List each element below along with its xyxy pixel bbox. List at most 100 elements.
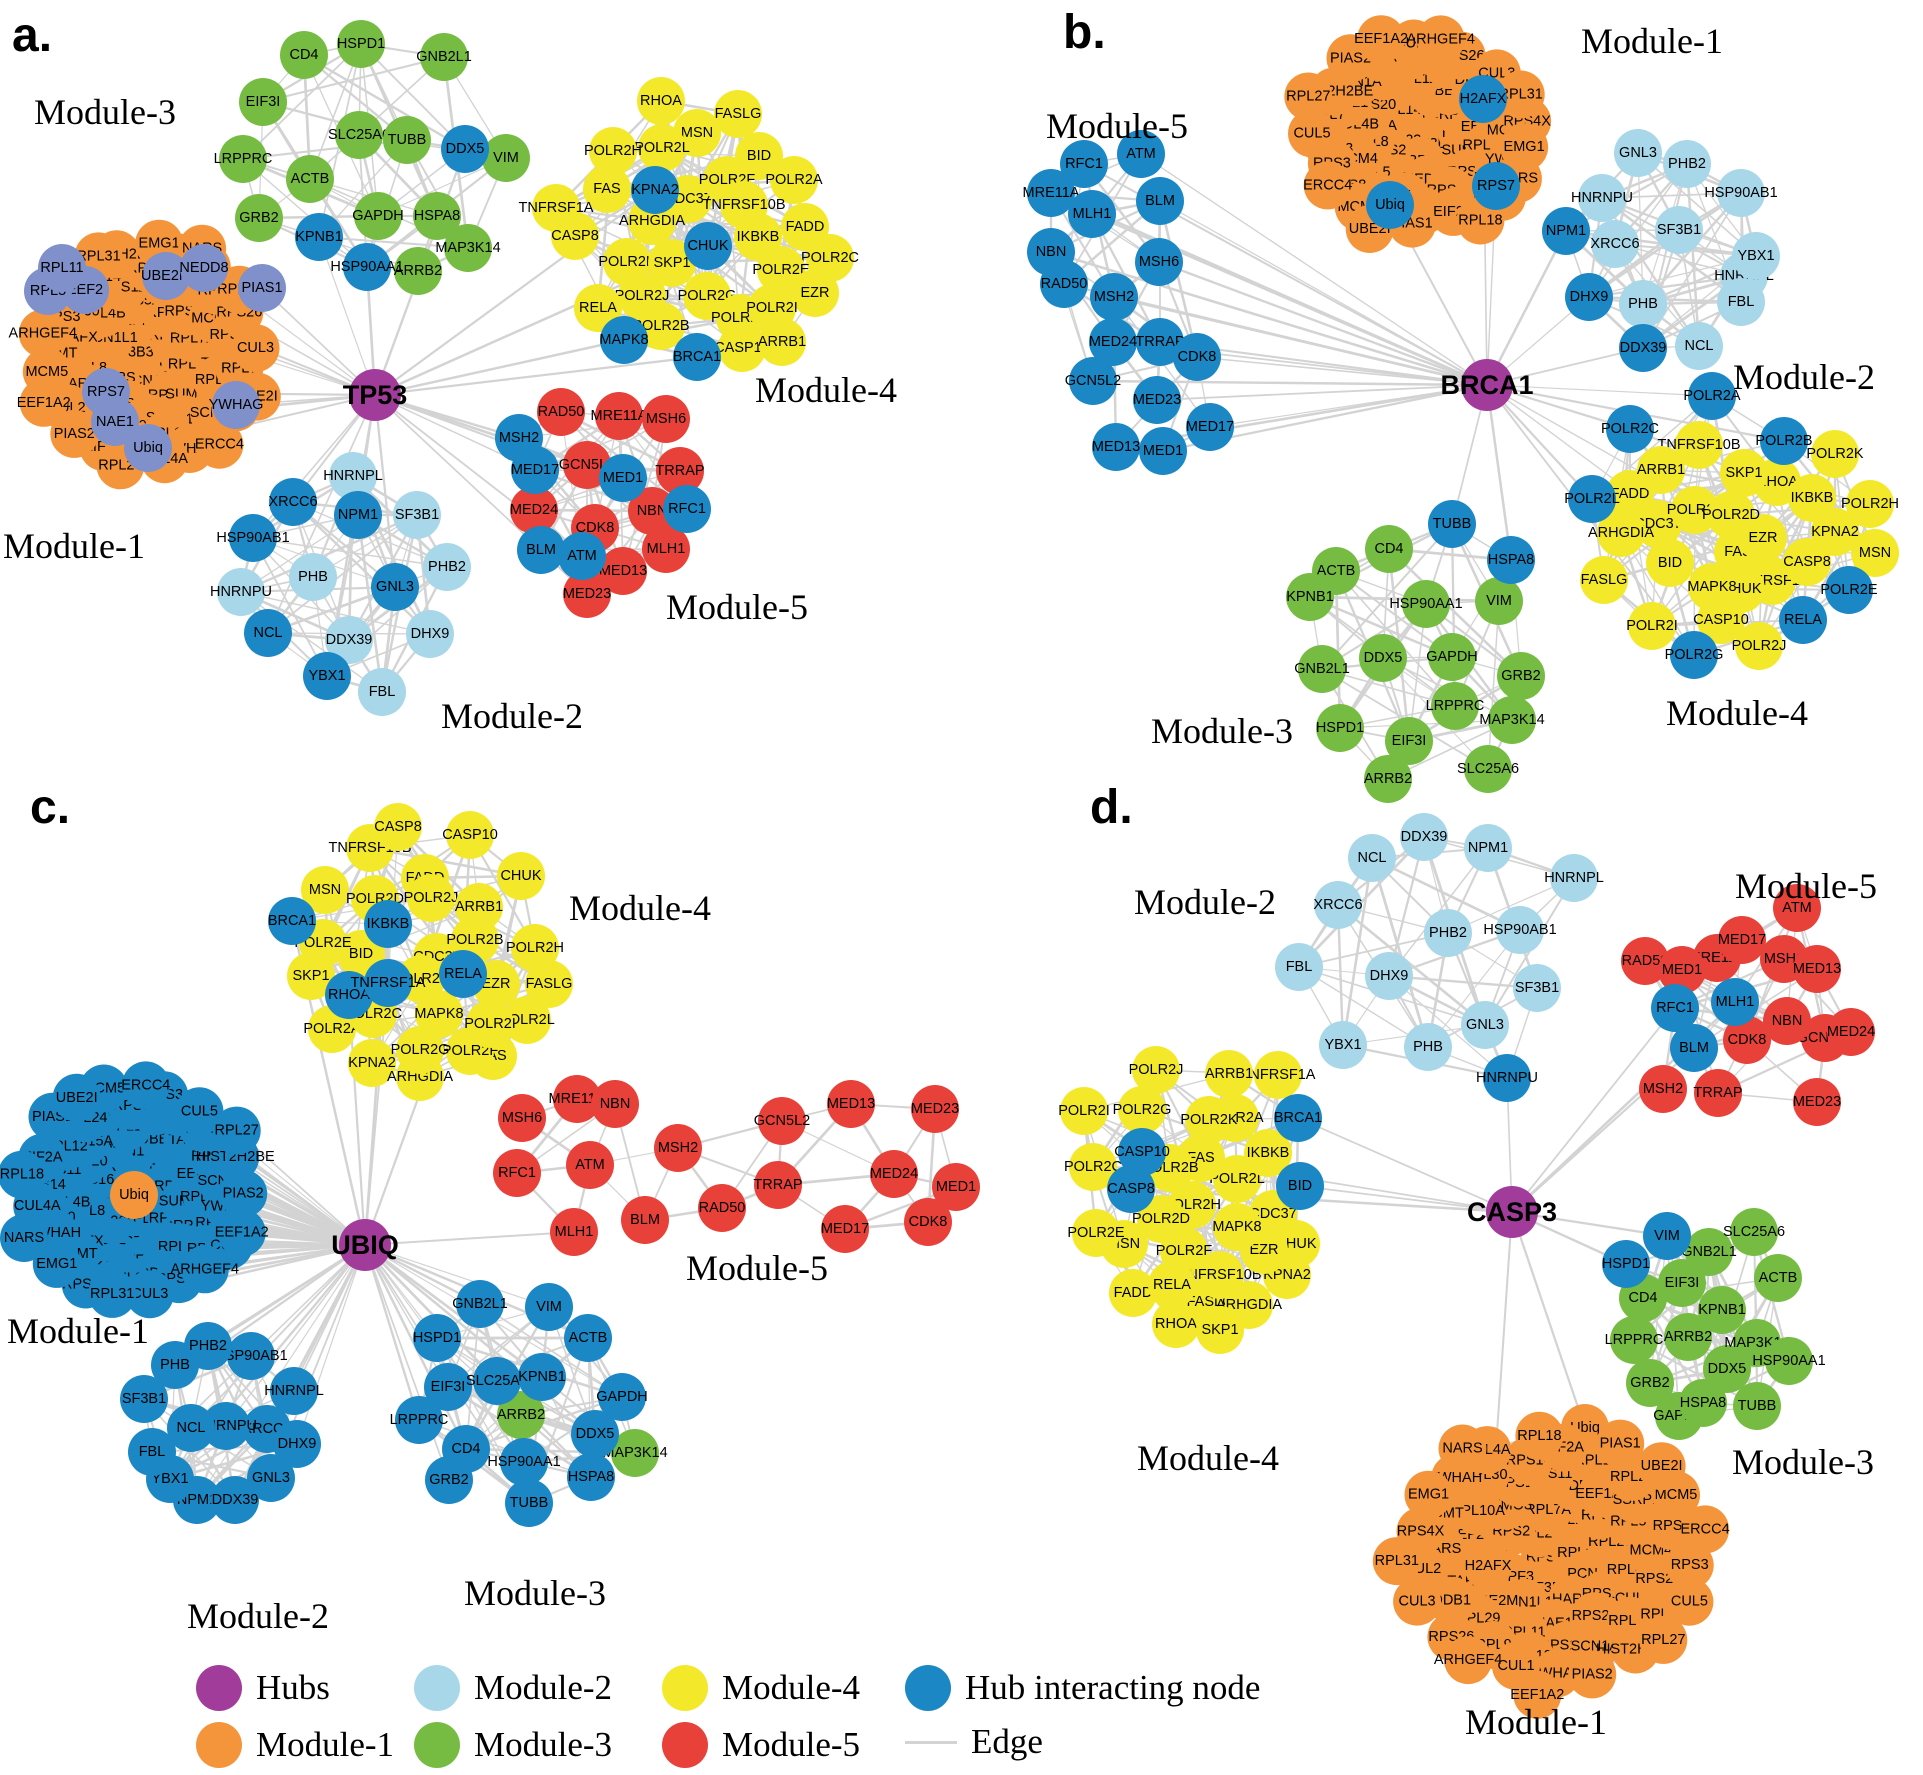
node-label: ERCC4 (195, 437, 244, 453)
node-label: BID (1288, 1178, 1312, 1194)
node-label: GNL3 (1619, 145, 1657, 161)
hub-label: BRCA1 (1440, 370, 1533, 400)
node-label: HSP90AB1 (1483, 922, 1556, 938)
node-label: POLR2C (801, 250, 859, 266)
node-label: ARRB1 (455, 899, 503, 915)
node-label: SF3B1 (1515, 980, 1559, 996)
edge (1485, 384, 1513, 561)
node-label: NARS (4, 1230, 44, 1246)
module-label-b-module-3: Module-3 (1151, 711, 1293, 751)
node-label: ERCC4 (1681, 1521, 1730, 1537)
edge (240, 513, 418, 594)
node-label: NCL (253, 625, 282, 641)
node-label: FADD (786, 219, 825, 235)
edge (1487, 600, 1500, 770)
node-label: KPNA2 (1811, 524, 1859, 540)
node-label: PHB (1628, 296, 1658, 312)
edge (318, 235, 469, 250)
node-label: IKBKB (737, 229, 780, 245)
node-label: HSPA8 (1488, 552, 1534, 568)
node-label: SF3B1 (395, 507, 439, 523)
node-label: POLR2L (1564, 491, 1620, 507)
node-label: EMG1 (1504, 139, 1545, 155)
legend-item-hub-interacting-node: Hub interacting node (905, 1665, 1260, 1711)
node-label: POLR2H (506, 940, 564, 956)
panel-letter-a: a. (12, 9, 53, 62)
node-label: POLR2K (1180, 1112, 1238, 1128)
node-label: EMG1 (36, 1256, 77, 1272)
node-label: RPL11 (40, 260, 83, 276)
node-label: RPL31 (1375, 1553, 1419, 1569)
node-label: MED24 (870, 1166, 918, 1182)
node-label: NARS (1442, 1441, 1482, 1457)
module-label-b-module-2: Module-2 (1733, 357, 1875, 397)
edge (1158, 260, 1488, 387)
node-label: RPS3 (1671, 1557, 1709, 1573)
node-label: RPS7 (87, 384, 125, 400)
node-label: FAS (593, 181, 620, 197)
panel-c-nodes: RPS6RPL6SF3B3RPL23PCNAPRPF3RPL14HARSRPS2… (0, 803, 980, 1527)
node-label: EEF1A2 (17, 395, 71, 411)
node-label: BID (1658, 555, 1682, 571)
node-label: MED23 (563, 586, 611, 602)
node-label: EIF3I (431, 1379, 466, 1395)
node-label: PHB2 (1429, 925, 1467, 941)
node-label: NCL (176, 1420, 205, 1436)
module-label-d-module-4: Module-4 (1137, 1438, 1279, 1478)
node-label: EEF1A2 (1510, 1687, 1564, 1703)
node-label: DDX5 (576, 1426, 615, 1442)
edge (318, 236, 376, 396)
edge (1159, 200, 1488, 386)
node-label: HNRNPU (210, 584, 272, 600)
edge (1335, 570, 1453, 658)
node-label: LRPPRC (390, 1412, 449, 1428)
node-label: MED23 (1793, 1094, 1841, 1110)
node-label: CASP8 (1107, 1181, 1155, 1197)
node-label: MAPK8 (1687, 579, 1736, 595)
node-label: MED13 (1793, 961, 1841, 977)
node-layer: RPS6RPL6SF3B3RPL23PCNAPRPF3RPL14HARSRPS2… (0, 15, 1899, 1719)
node-label: NCL (1357, 850, 1386, 866)
edge (1588, 274, 1745, 299)
node-label: POLR2I (464, 1016, 516, 1032)
node-label: ARHGDIA (1588, 525, 1654, 541)
node-label: CUL4A (14, 1198, 61, 1214)
node-label: XRCC6 (1313, 897, 1362, 913)
node-label: MCM5 (25, 364, 68, 380)
node-label: YBX1 (308, 668, 345, 684)
node-label: DDX5 (1364, 650, 1403, 666)
node-label: VIM (1654, 1228, 1680, 1244)
node-label: RAD50 (538, 404, 585, 420)
node-label: NEDD8 (179, 260, 228, 276)
node-label: IKBKB (367, 916, 410, 932)
node-label: SLC25A6 (328, 127, 390, 143)
node-label: CUL5 (1293, 126, 1330, 142)
node-label: MED17 (511, 462, 559, 478)
node-label: BLM (526, 542, 556, 558)
node-label: PHB (160, 1357, 190, 1373)
node-label: VIM (493, 150, 519, 166)
node-label: POLR2H (584, 143, 642, 159)
node-label: MLH1 (1716, 994, 1755, 1010)
node-label: IKBKB (1247, 1145, 1290, 1161)
node-label: SKP1 (653, 255, 690, 271)
node-label: VIM (536, 1299, 562, 1315)
node-label: EEF1A2 (1354, 31, 1408, 47)
node-label: TNFRSF1A (351, 975, 426, 991)
node-label: ATM (575, 1157, 605, 1173)
node-label: RAD50 (1041, 276, 1088, 292)
node-label: RELA (579, 300, 617, 316)
node-label: POLR2J (404, 890, 459, 906)
node-label: MSH6 (502, 1110, 542, 1126)
edge (1196, 356, 1488, 386)
node-label: MAPK8 (599, 332, 648, 348)
node-label: ERCC4 (1303, 177, 1352, 193)
node-label: GNB2L1 (416, 49, 472, 65)
edge (1588, 163, 1688, 298)
node-label: POLR2H (1841, 496, 1899, 512)
node-label: NPM1 (1468, 840, 1508, 856)
node-label: CUL3 (1399, 1594, 1436, 1610)
node-label: YBX1 (1324, 1037, 1361, 1053)
node-label: CDK8 (1178, 349, 1217, 365)
